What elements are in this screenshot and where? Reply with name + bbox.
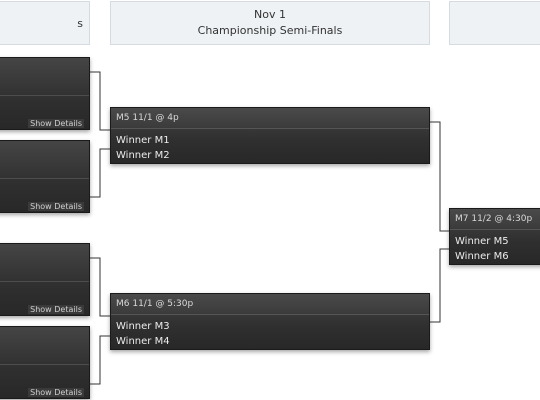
connector-line (430, 248, 449, 323)
round-header-quarterfinals: s (0, 1, 90, 45)
team-slot: Winner M6 (455, 251, 509, 262)
show-details-link[interactable]: Show Details (28, 202, 84, 211)
show-details-link[interactable]: Show Details (28, 305, 84, 314)
round-header-title: Championship Semi-Finals (197, 24, 343, 37)
match-header: M7 11/2 @ 4:30p (450, 209, 540, 230)
show-details-link[interactable]: Show Details (28, 119, 84, 128)
team-slot: Winner M2 (116, 150, 170, 161)
match-card-m1[interactable]: Show Details (0, 57, 90, 130)
match-card-m6[interactable]: M6 11/1 @ 5:30p Winner M3 Winner M4 (110, 293, 430, 350)
round-header-title: s (77, 17, 83, 30)
team-slot: Winner M5 (455, 236, 509, 247)
connector-line (90, 148, 110, 198)
round-header-semifinals: Nov 1 Championship Semi-Finals (110, 1, 430, 45)
connector-line (90, 257, 110, 317)
match-header: M5 11/1 @ 4p (111, 108, 429, 129)
team-slot: Winner M1 (116, 135, 170, 146)
match-header: M6 11/1 @ 5:30p (111, 294, 429, 315)
show-details-link[interactable]: Show Details (28, 388, 84, 397)
team-slot: Winner M3 (116, 321, 170, 332)
team-slot: Winner M4 (116, 336, 170, 347)
round-header-date: Nov 1 (254, 8, 286, 21)
match-card-m3[interactable]: Show Details (0, 243, 90, 316)
match-card-m5[interactable]: M5 11/1 @ 4p Winner M1 Winner M2 (110, 107, 430, 164)
match-card-m2[interactable]: Show Details (0, 140, 90, 213)
match-card-m7[interactable]: M7 11/2 @ 4:30p Winner M5 Winner M6 (449, 208, 540, 265)
connector-line (430, 121, 449, 232)
connector-line (90, 71, 110, 131)
match-card-m4[interactable]: Show Details (0, 326, 90, 399)
round-header-final (449, 1, 540, 45)
connector-line (90, 335, 110, 385)
